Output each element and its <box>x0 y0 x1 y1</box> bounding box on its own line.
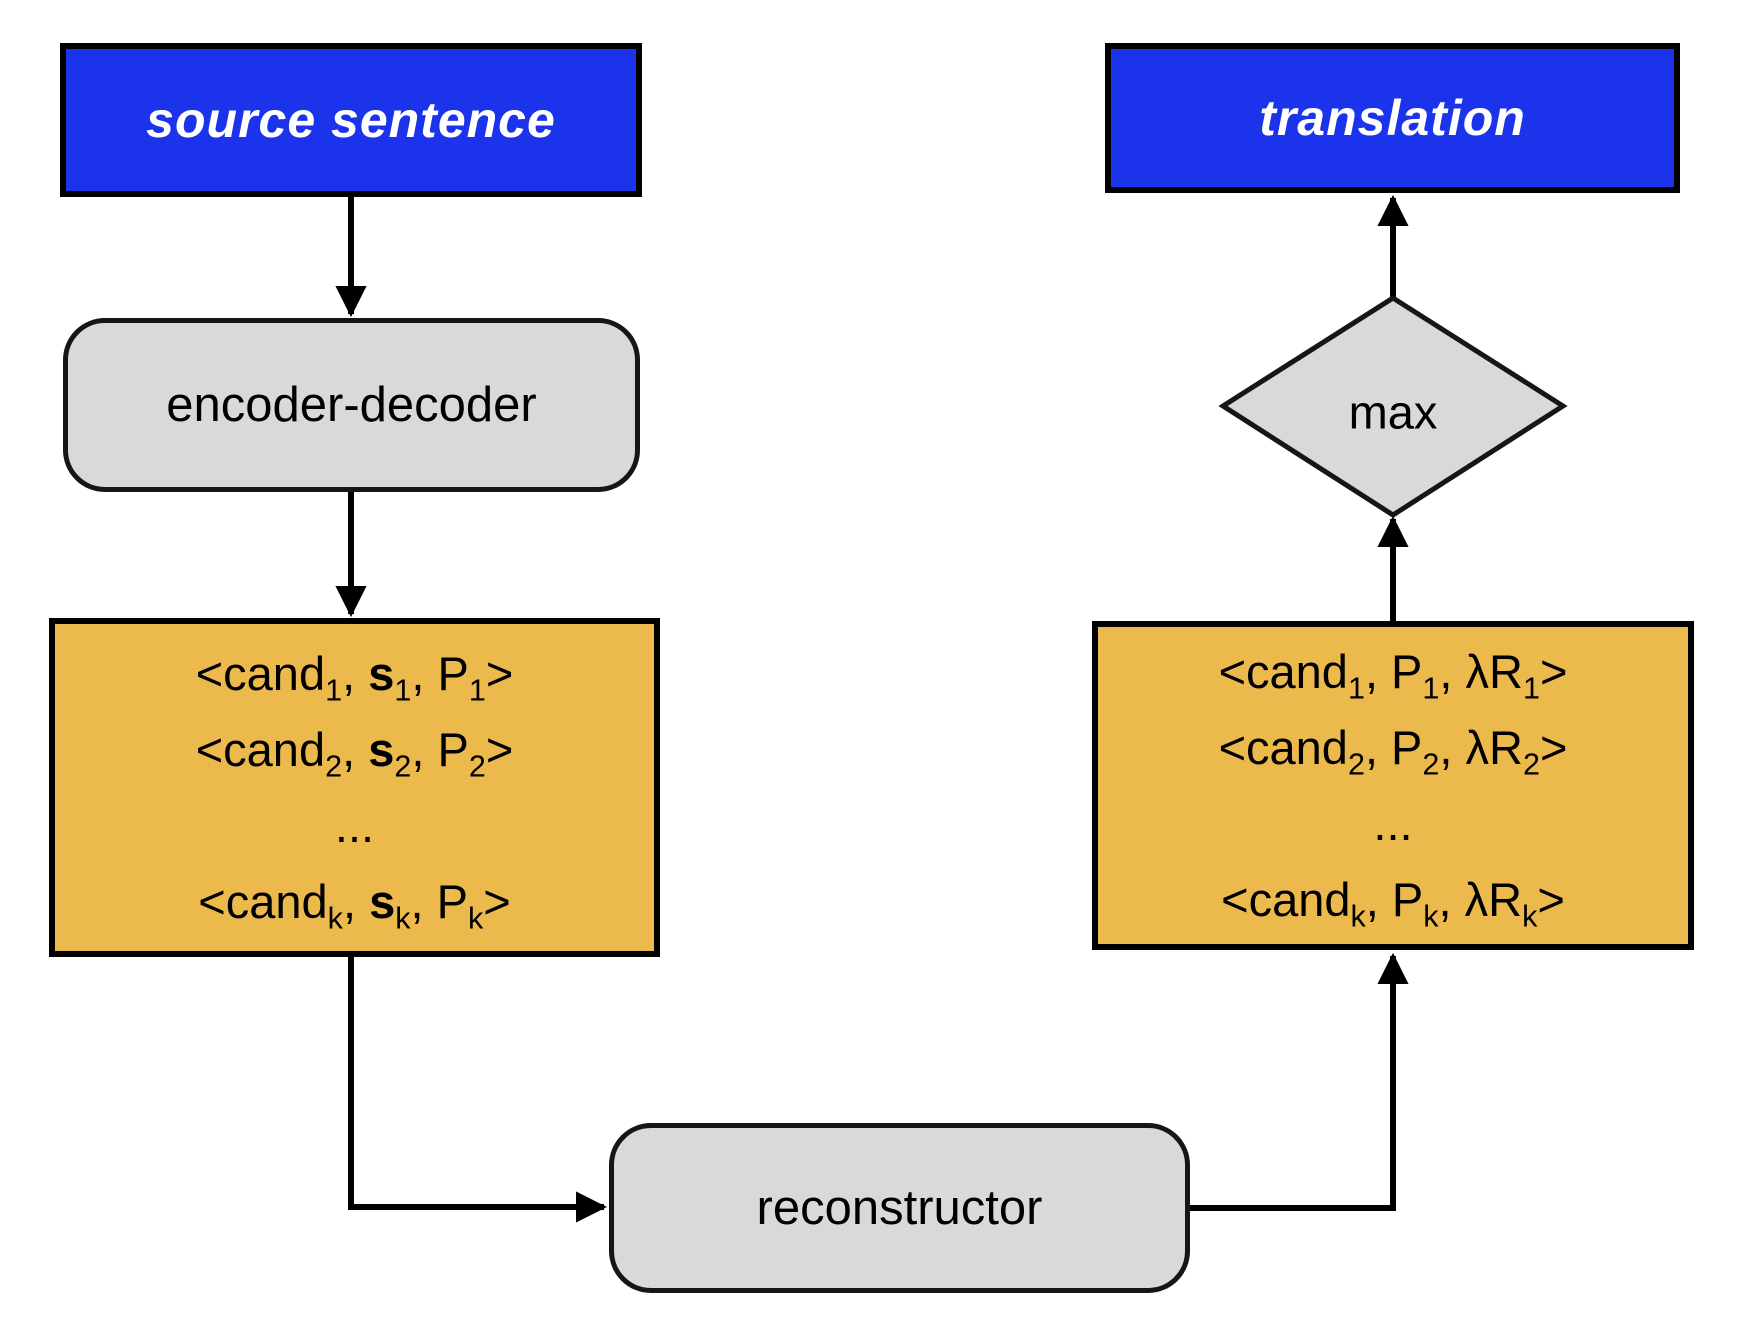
connector-reconstructor-to-scored-candidates <box>1190 952 1409 1211</box>
connector-candidates-to-reconstructor <box>348 955 608 1223</box>
candidate-list-box: <cand1, s1, P1> <cand2, s2, P2> ... <can… <box>49 618 660 957</box>
max-label: max <box>1348 385 1438 439</box>
source-sentence-label: source sentence <box>146 92 556 148</box>
scored-candidate-tuple: <cand1, P1, λR1> <box>1218 644 1568 705</box>
scored-candidate-list-box: <cand1, P1, λR1> <cand2, P2, λR2> ... <c… <box>1092 621 1694 950</box>
scored-candidate-ellipsis: ... <box>1373 796 1413 850</box>
encoder-decoder-label: encoder-decoder <box>166 378 537 432</box>
candidate-tuple: <cand1, s1, P1> <box>195 646 514 707</box>
reconstructor-label: reconstructor <box>756 1181 1043 1235</box>
encoder-decoder-box: encoder-decoder <box>63 318 640 492</box>
scored-candidate-tuple: <candk, Pk, λRk> <box>1221 872 1565 933</box>
translation-box: translation <box>1105 43 1680 193</box>
source-sentence-box: source sentence <box>60 43 642 197</box>
candidate-tuple: <candk, sk, Pk> <box>198 874 511 935</box>
candidate-ellipsis: ... <box>334 798 375 852</box>
candidate-tuple: <cand2, s2, P2> <box>195 722 514 783</box>
reconstructor-box: reconstructor <box>609 1123 1190 1293</box>
scored-candidate-tuple: <cand2, P2, λR2> <box>1218 720 1568 781</box>
translation-label: translation <box>1259 90 1526 146</box>
